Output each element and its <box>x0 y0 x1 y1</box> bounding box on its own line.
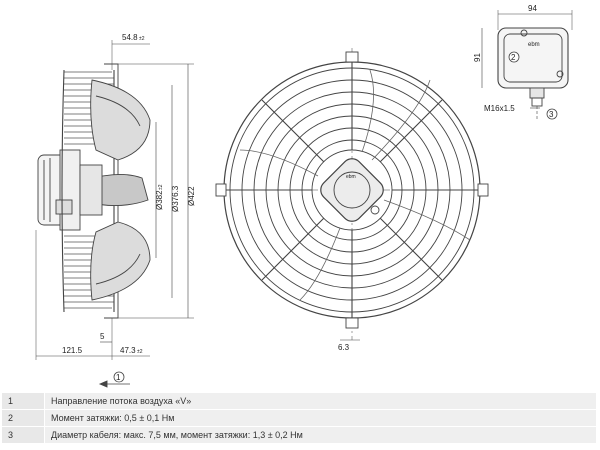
dim-91: 91 <box>473 53 482 62</box>
marker-1-circle <box>113 371 125 383</box>
dim-382-tol: ±2 <box>158 184 164 190</box>
dim-6-3: 6.3 <box>338 343 350 352</box>
dim-422: Ø422 <box>187 186 196 206</box>
legend-row: 3 Диаметр кабеля: макс. 7,5 мм, момент з… <box>2 426 596 444</box>
front-view <box>215 48 489 341</box>
dim-94: 94 <box>528 4 537 13</box>
terminal-box <box>481 10 573 120</box>
mount-ear-right <box>477 183 489 197</box>
terminal-box-body <box>497 27 569 89</box>
fan-blades <box>239 69 471 301</box>
dim-121-5: 121.5 <box>62 346 83 355</box>
dim-376-3: Ø376.3 <box>171 185 180 212</box>
dim-5: 5 <box>100 332 105 341</box>
legend-num: 2 <box>2 409 45 427</box>
legend-num: 3 <box>2 426 45 444</box>
marker-2: 2 <box>511 53 516 62</box>
marker-1: 1 <box>116 373 121 382</box>
side-view <box>35 40 194 388</box>
dim-47-3: 47.3 <box>120 346 136 355</box>
marker-3-circle <box>546 108 558 120</box>
dim-54-8: 54.8 <box>122 33 138 42</box>
legend-row: 2 Момент затяжки: 0,5 ± 0,1 Нм <box>2 409 596 427</box>
dim-382: Ø382 <box>155 190 164 210</box>
mount-ear-bottom <box>345 317 359 329</box>
legend-text: Диаметр кабеля: макс. 7,5 мм, момент зат… <box>44 426 596 444</box>
motor-front <box>320 158 384 222</box>
dim-47-3-tol: ±2 <box>137 349 143 355</box>
cable-gland <box>55 199 73 215</box>
blade-side-upper <box>90 79 151 161</box>
legend-num: 1 <box>2 393 45 410</box>
cable-gland-terminal <box>529 87 545 99</box>
legend-text: Направление потока воздуха «V» <box>44 393 596 410</box>
marker-2-circle <box>508 51 520 63</box>
fan-technical-drawing: 54.8 ±2 121.5 5 47.3 ±2 Ø382 ±2 Ø376.3 Ø… <box>35 4 573 388</box>
hub <box>79 164 103 216</box>
legend-text: Момент затяжки: 0,5 ± 0,1 Нм <box>44 409 596 427</box>
dim-54-8-tol: ±2 <box>139 36 145 42</box>
blade-side-lower <box>90 221 151 301</box>
motor-screw <box>370 205 380 215</box>
brand-logo-front: ebm <box>346 174 356 180</box>
marker-3: 3 <box>549 110 554 119</box>
legend-row: 1 Направление потока воздуха «V» <box>2 393 596 410</box>
mount-ear-left <box>215 183 227 197</box>
mount-ear-top <box>345 51 359 63</box>
legend-table: 1 Направление потока воздуха «V» 2 Момен… <box>2 393 596 444</box>
guard-struts <box>224 62 480 318</box>
dim-m16: M16x1.5 <box>484 104 515 113</box>
brand-logo-terminal: ebm <box>528 42 540 48</box>
